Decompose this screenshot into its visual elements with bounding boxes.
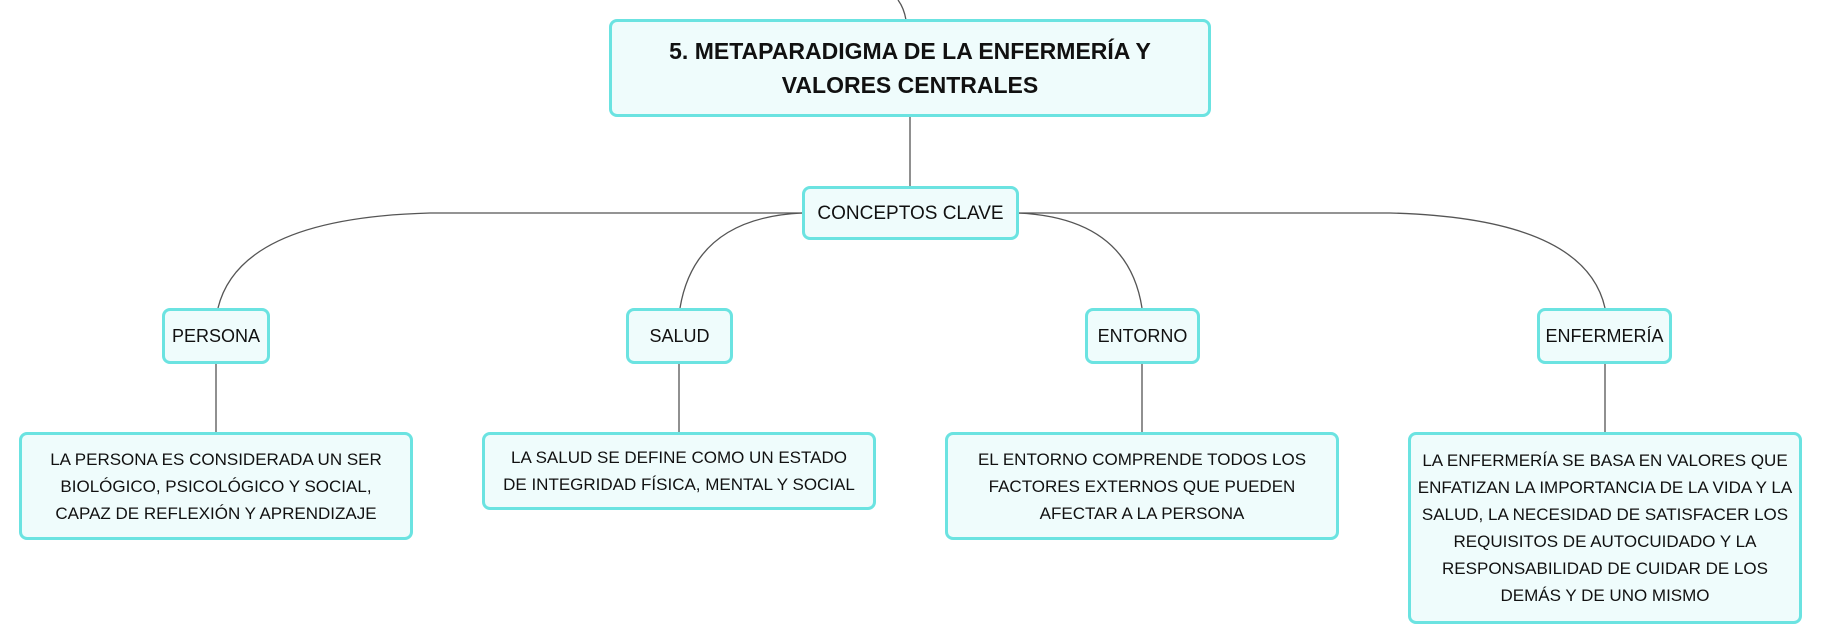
root-topic-title: 5. METAPARADIGMA DE LA ENFERMERÍA Y VALO… (669, 38, 1151, 98)
description-salud-text: LA SALUD SE DEFINE COMO UN ESTADO DE INT… (503, 448, 855, 494)
description-persona[interactable]: LA PERSONA ES CONSIDERADA UN SER BIOLÓGI… (19, 432, 413, 540)
description-persona-text: LA PERSONA ES CONSIDERADA UN SER BIOLÓGI… (50, 449, 382, 523)
concept-enfermeria[interactable]: ENFERMERÍA (1537, 308, 1672, 364)
connector-hub-enfermeria (1018, 212, 1606, 309)
description-salud[interactable]: LA SALUD SE DEFINE COMO UN ESTADO DE INT… (482, 432, 876, 510)
concept-persona[interactable]: PERSONA (162, 308, 270, 364)
concept-persona-label: PERSONA (171, 325, 261, 346)
concept-enfermeria-label: ENFERMERÍA (1545, 325, 1664, 346)
hub-topic-label: CONCEPTOS CLAVE (817, 202, 1004, 224)
concept-entorno-label: ENTORNO (1097, 325, 1188, 346)
connector-hub-entorno (1017, 212, 1143, 309)
concept-salud-label: SALUD (649, 325, 710, 346)
description-enfermeria-text: LA ENFERMERÍA SE BASA EN VALORES QUE ENF… (1417, 451, 1793, 605)
description-entorno-text: EL ENTORNO COMPRENDE TODOS LOS FACTORES … (977, 449, 1307, 523)
connector-hub-salud (679, 212, 803, 309)
description-entorno[interactable]: EL ENTORNO COMPRENDE TODOS LOS FACTORES … (945, 432, 1339, 540)
concept-salud[interactable]: SALUD (626, 308, 733, 364)
connector-hub-persona (217, 212, 802, 309)
description-enfermeria[interactable]: LA ENFERMERÍA SE BASA EN VALORES QUE ENF… (1408, 432, 1802, 624)
root-topic[interactable]: 5. METAPARADIGMA DE LA ENFERMERÍA Y VALO… (609, 19, 1211, 117)
concept-entorno[interactable]: ENTORNO (1085, 308, 1200, 364)
connector-incoming-root (897, 0, 907, 21)
hub-topic[interactable]: CONCEPTOS CLAVE (802, 186, 1019, 240)
